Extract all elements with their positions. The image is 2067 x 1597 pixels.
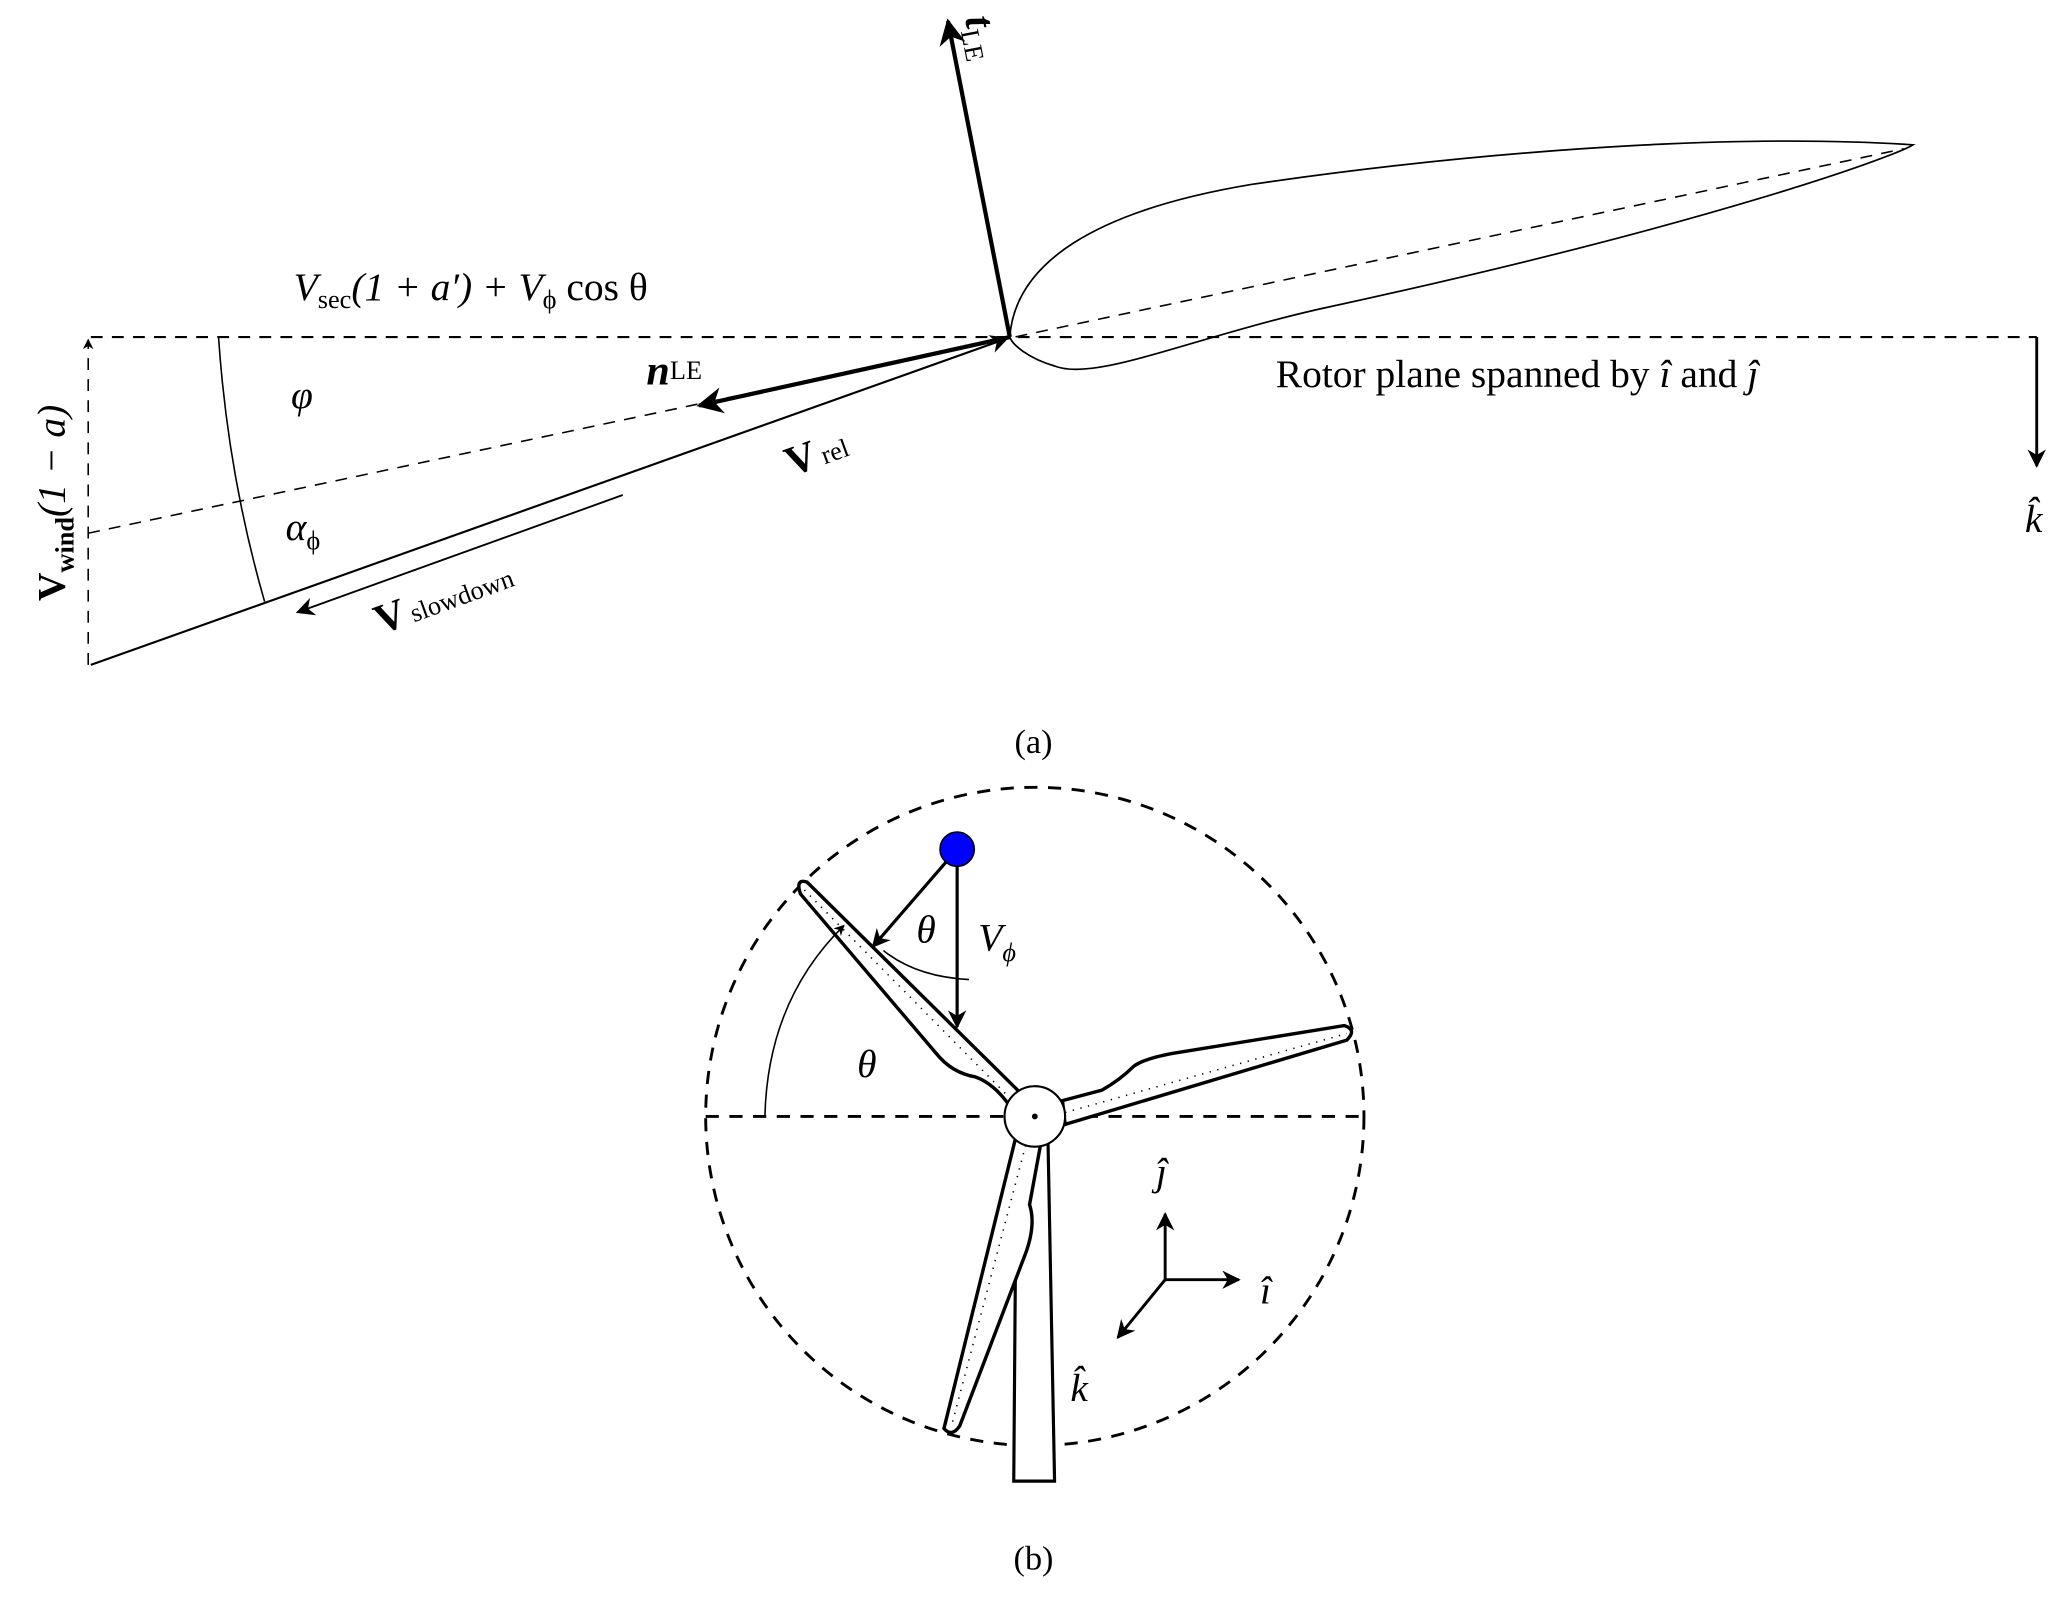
n-le-label: nLE (646, 347, 702, 394)
v-rel-label: Vrel (779, 420, 855, 486)
hub-center-dot (1031, 1113, 1038, 1120)
theta-inner-label: θ (916, 908, 935, 952)
v-rel-vector (90, 335, 1009, 666)
angle-arc (217, 336, 266, 602)
rotor-disk-circle (704, 785, 1366, 1448)
v-wind-label: Vwind(1 − a) (30, 405, 80, 601)
blade-lower (942, 1138, 1044, 1435)
k-hat-axis (1116, 1278, 1167, 1340)
j-hat-label: ĵ (1151, 1150, 1169, 1194)
t-le-label: tLE (953, 11, 1010, 64)
blade-upper-left (797, 879, 1026, 1109)
airfoil (1008, 140, 1916, 371)
k-hat-label-b: k̂ (1070, 1365, 1089, 1410)
theta-outer-arc (764, 924, 845, 1117)
phi-label: φ (291, 373, 313, 417)
k-hat-label-a: k̂ (2025, 496, 2044, 541)
v-slowdown-label: Vslowdown (368, 551, 519, 644)
v-slowdown-arrow (295, 494, 624, 616)
theta-outer-label: θ (857, 1042, 876, 1086)
rotor-plane-label: Rotor plane spanned by î and ĵ (1276, 352, 1761, 396)
blade-point-marker (939, 831, 976, 868)
velocity-sum-label: Vsec(1 + a′) + Vϕ cos θ (294, 265, 648, 314)
tangential-arrow (871, 848, 959, 949)
caption-b: (b) (1014, 1539, 1054, 1577)
alpha-phi-label: αϕ (286, 505, 321, 555)
n-le-vector (696, 334, 1011, 414)
t-le-vector (939, 18, 1012, 338)
caption-a: (a) (1015, 723, 1053, 761)
blade-right (1060, 1023, 1354, 1127)
v-phi-label: Vϕ (978, 916, 1016, 968)
panel-b: θ θ Vϕ ĵ î k̂ (b) (704, 785, 1366, 1577)
panel-a: Vsec(1 + a′) + Vϕ cos θ φ αϕ nLE tLE Vre… (30, 11, 2046, 761)
i-hat-label: î (1260, 1268, 1273, 1312)
